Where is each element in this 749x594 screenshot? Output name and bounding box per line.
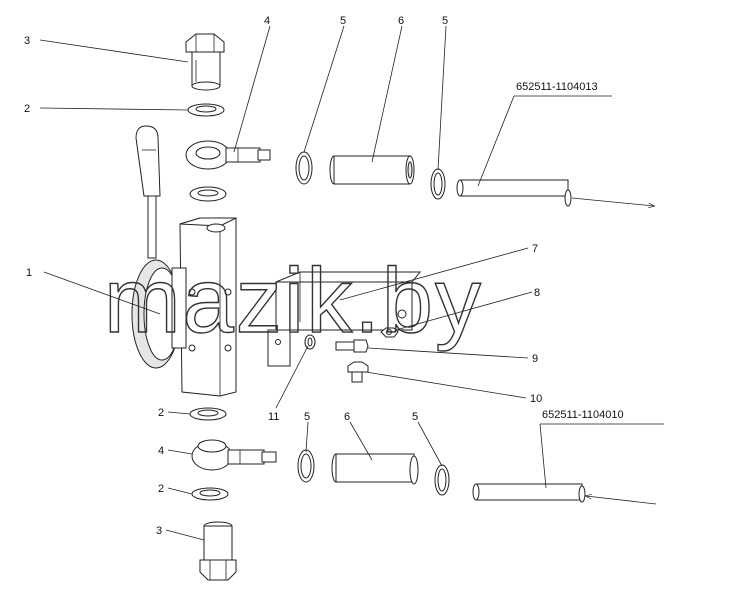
callout-6-top: 6	[398, 15, 404, 27]
bracket	[267, 271, 422, 367]
clamp-bottom-b	[434, 464, 450, 496]
banjo-bolt-top	[185, 33, 225, 91]
callout-11: 11	[268, 411, 279, 423]
callout-2-top: 2	[24, 103, 30, 115]
callout-labels: 3 2 4 5 6 5 652511-1104013 1 7 8 9 10 11…	[24, 15, 624, 537]
callout-4-bottom: 4	[158, 445, 164, 457]
callout-7: 7	[532, 243, 538, 255]
callout-4-top: 4	[264, 15, 270, 27]
banjo-fitting-top	[185, 140, 271, 170]
washer-top	[187, 103, 225, 117]
callout-8: 8	[534, 287, 540, 299]
clamp-top-b	[430, 168, 446, 200]
mount-bolt	[347, 361, 369, 383]
callout-1: 1	[26, 267, 32, 279]
callout-2-bottom-b: 2	[158, 483, 164, 495]
leader-lines	[39, 25, 664, 541]
washer-top-lower	[189, 186, 227, 202]
callout-9: 9	[532, 353, 538, 365]
callout-5-top-a: 5	[340, 15, 346, 27]
banjo-bolt-bottom	[199, 521, 237, 581]
bolt	[335, 339, 369, 353]
spring-washer	[304, 334, 316, 350]
callout-10: 10	[530, 393, 542, 405]
callout-5-top-b: 5	[442, 15, 448, 27]
nut	[380, 327, 399, 338]
valve-assembly	[131, 125, 237, 397]
callout-3-top: 3	[24, 35, 30, 47]
callout-3-bottom: 3	[156, 525, 162, 537]
watermark: mazik.by	[104, 250, 483, 352]
part-number-hose-top: 652511-1104013	[516, 81, 598, 93]
washer-bottom-a	[189, 407, 227, 421]
sleeve-bottom	[331, 453, 419, 485]
clamp-bottom-a	[297, 449, 315, 483]
callout-2-bottom-a: 2	[158, 407, 164, 419]
hose-top	[456, 179, 654, 206]
part-number-hose-bottom: 652511-1104010	[542, 409, 624, 421]
callout-5-bottom-b: 5	[412, 411, 418, 423]
callout-6-bottom: 6	[344, 411, 350, 423]
hose-bottom	[472, 483, 657, 505]
washer-bottom-b	[191, 487, 229, 501]
banjo-fitting-bottom	[191, 439, 277, 471]
clamp-top-a	[295, 151, 313, 185]
callout-5-bottom-a: 5	[304, 411, 310, 423]
